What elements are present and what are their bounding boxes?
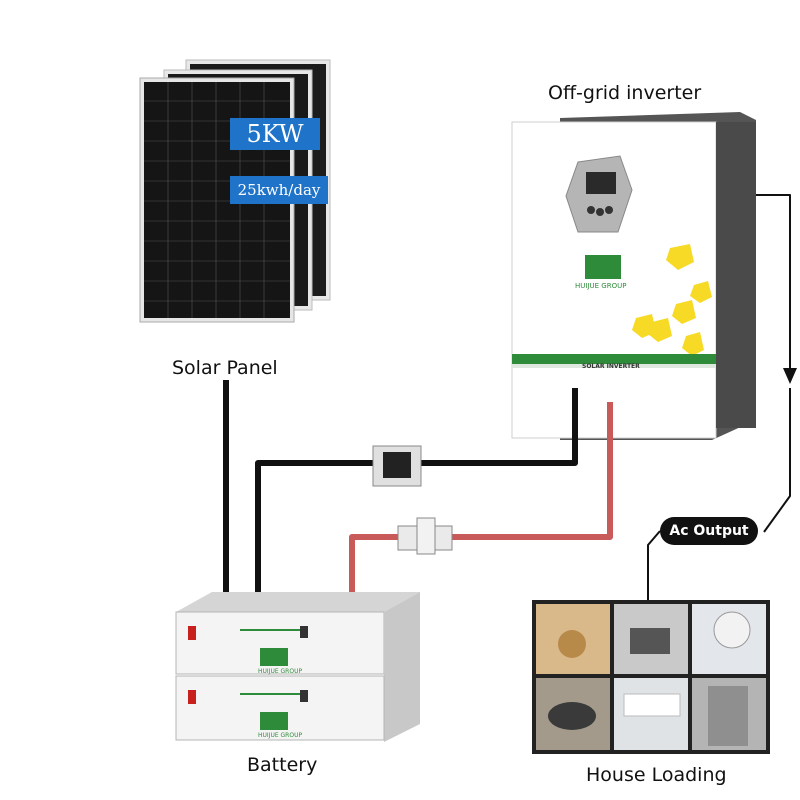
battery-brand-text-bottom: HUIJUE GROUP <box>258 732 303 739</box>
inverter-product-text: SOLAR INVERTER <box>582 363 640 370</box>
house-loading-grid <box>532 600 770 754</box>
house-loading-label: House Loading <box>586 764 727 786</box>
inverter-label: Off-grid inverter <box>548 82 702 104</box>
inverter-unit <box>511 112 756 440</box>
inverter-logo <box>585 255 621 279</box>
ac-output-badge: Ac Output <box>660 517 758 545</box>
inverter-yellow-graphics <box>632 244 712 356</box>
ac-output-cable-lower <box>647 530 661 600</box>
battery-module-bottom <box>175 675 385 741</box>
breaker-red <box>397 517 453 555</box>
battery-stack <box>175 592 420 742</box>
solar-energy-badge: 25kwh/day <box>230 176 328 204</box>
solar-panel-label: Solar Panel <box>172 357 278 379</box>
battery-positive-cable <box>349 402 613 592</box>
breaker-black <box>372 445 422 487</box>
solar-power-badge: 5KW <box>230 118 320 150</box>
inverter-screen <box>586 172 616 194</box>
battery-label: Battery <box>247 754 318 776</box>
battery-brand-text-top: HUIJUE GROUP <box>258 668 303 675</box>
ac-output-cable-upper <box>756 194 791 372</box>
solar-panel-stack <box>139 59 331 323</box>
inverter-brand-text: HUIJUE GROUP <box>575 282 627 290</box>
